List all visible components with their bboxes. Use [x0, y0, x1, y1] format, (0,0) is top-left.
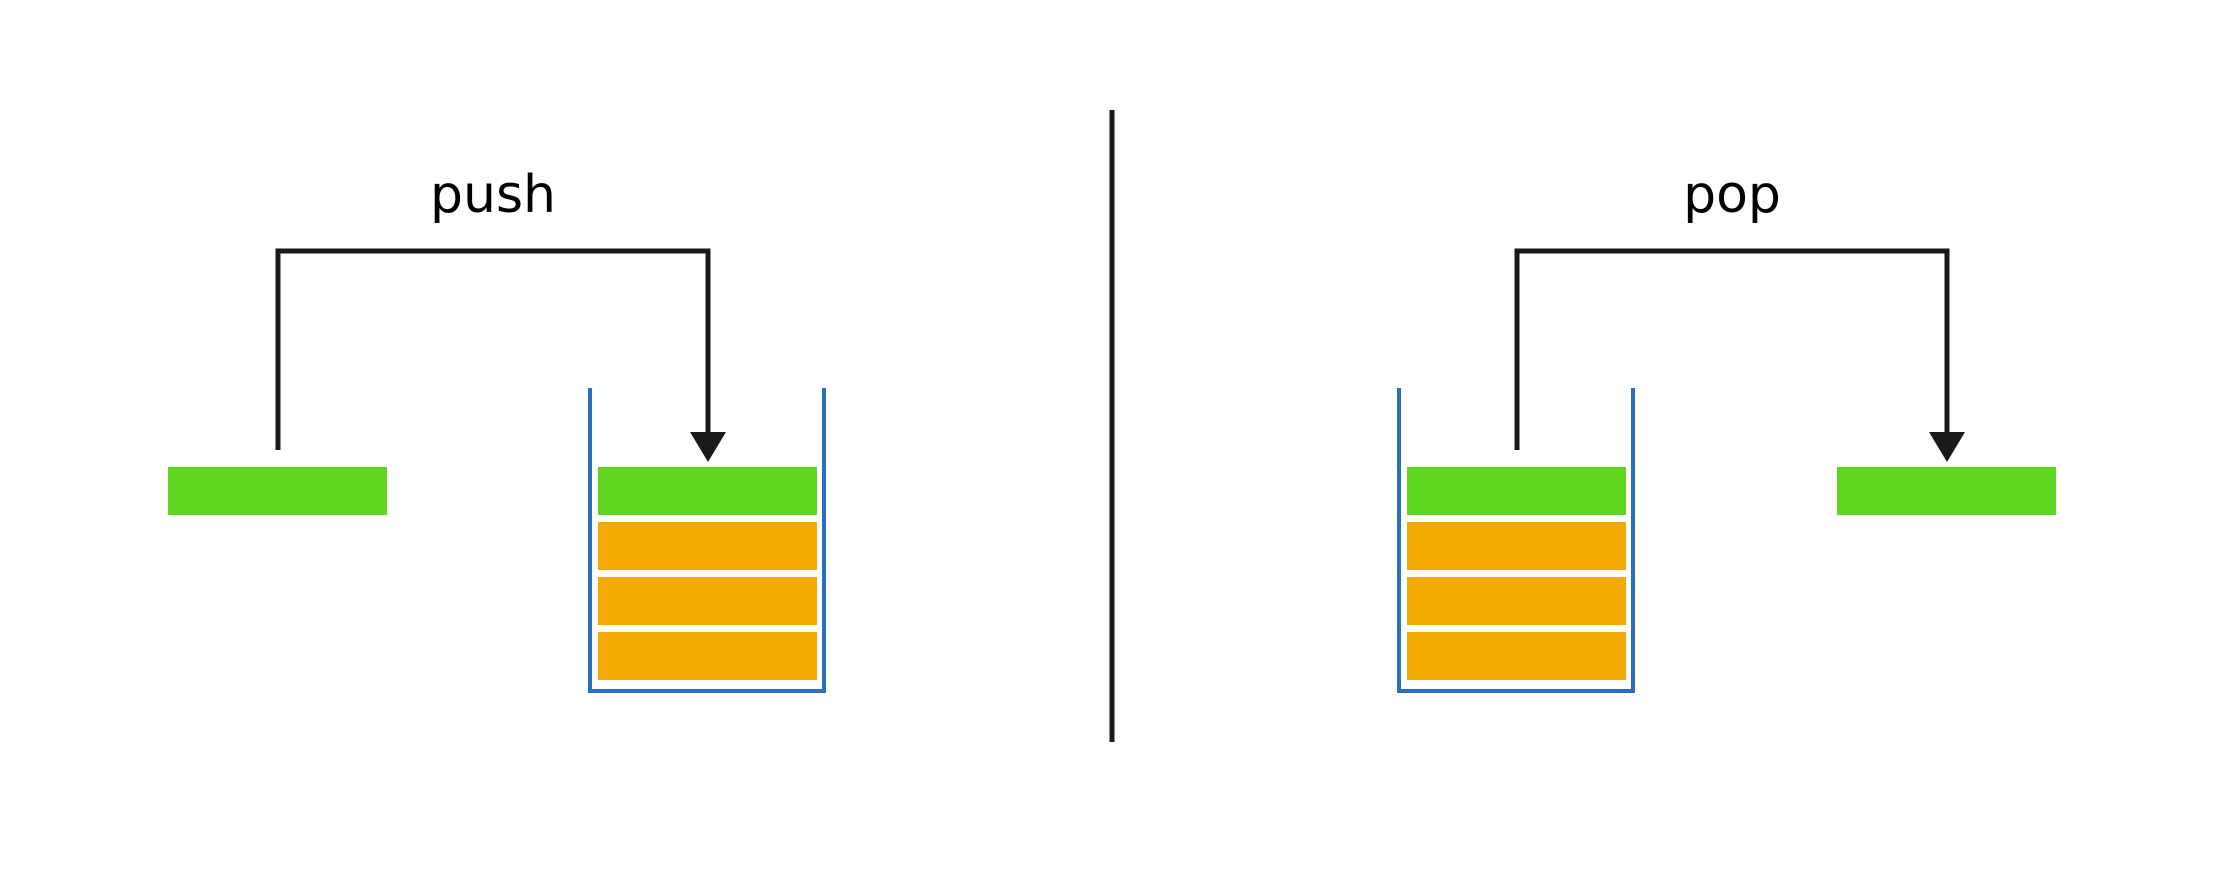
push-stack-container — [588, 388, 826, 693]
push-label: push — [430, 165, 556, 225]
push-arrowhead-icon — [690, 432, 726, 462]
push-stack-item — [598, 467, 817, 515]
pop-outgoing-item — [1837, 467, 2056, 515]
pop-stack-item — [1407, 632, 1626, 680]
pop-stack-item — [1407, 577, 1626, 625]
pop-arrowhead-icon — [1929, 432, 1965, 462]
push-stack-item — [598, 632, 817, 680]
pop-stack-item — [1407, 522, 1626, 570]
push-arrow-line — [275, 248, 711, 450]
push-stack-item — [598, 577, 817, 625]
pop-stack-container — [1397, 388, 1635, 693]
push-stack-item — [598, 522, 817, 570]
push-panel: push — [168, 165, 826, 693]
pop-stack — [1397, 388, 1635, 693]
pop-stack-item — [1407, 467, 1626, 515]
pop-panel: pop — [1397, 165, 2056, 693]
push-stack — [588, 388, 826, 693]
push-incoming-item — [168, 467, 387, 515]
pop-arrow-line — [1514, 248, 1950, 450]
pop-label: pop — [1683, 165, 1781, 225]
